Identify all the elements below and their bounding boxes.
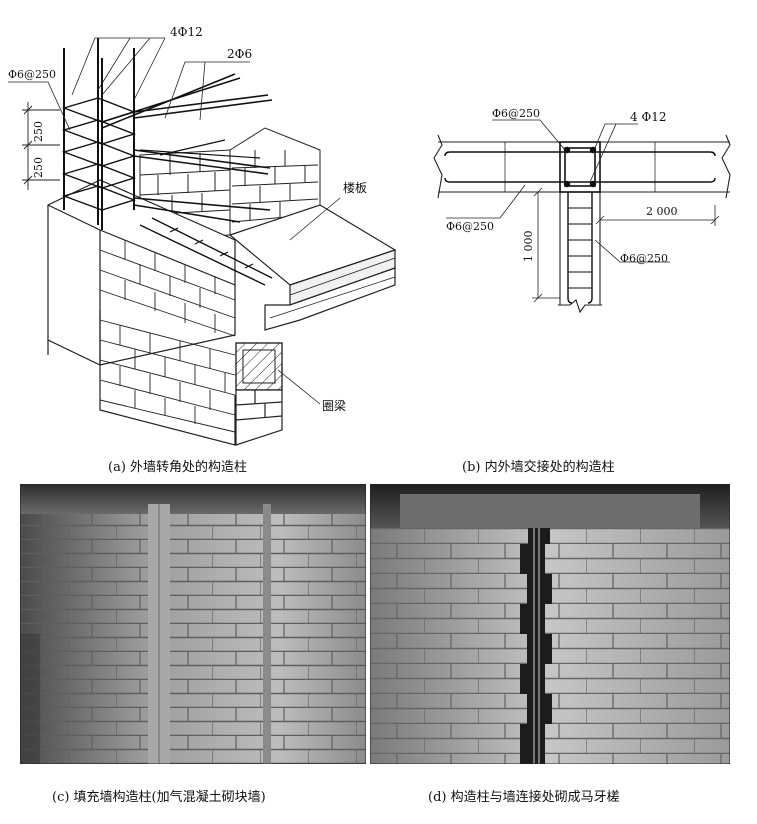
caption-d: (d) 构造柱与墙连接处砌成马牙槎 (428, 790, 620, 805)
label-length-1000: 1 000 (522, 231, 535, 263)
tie-column-right (263, 504, 271, 764)
label-slab: 楼板 (343, 180, 367, 195)
label-4phi12-b: 4 Φ12 (630, 110, 667, 124)
plan-leader-lines (446, 119, 670, 263)
reinforcement-cage (61, 38, 273, 286)
caption-c: (c) 填充墙构造柱(加气混凝土砌块墙) (52, 790, 266, 805)
label-stirrup-b-top: Φ6@250 (492, 107, 540, 120)
label-dim-250-top: 250 (32, 121, 45, 142)
label-ring-beam: 圈梁 (322, 398, 346, 413)
toothed-connection-photo (370, 484, 730, 764)
tie-bars-vertical (567, 192, 593, 304)
infill-wall-photo (20, 484, 366, 764)
dimension-2000 (595, 195, 720, 226)
toothed-joint (520, 528, 552, 764)
column-section (559, 141, 601, 193)
caption-a: (a) 外墙转角处的构造柱 (108, 460, 248, 475)
leader-lines (8, 37, 341, 405)
tie-bars-horizontal (444, 142, 716, 192)
label-dim-250-bottom: 250 (32, 157, 45, 178)
label-4phi12: 4Φ12 (170, 25, 203, 39)
ring-beam-section (235, 342, 283, 446)
label-2phi6: 2Φ6 (227, 47, 252, 61)
dimension-250 (22, 102, 60, 190)
t-junction-plan: Φ6@250 4 Φ12 Φ6@250 2 000 1 000 Φ6@250 (433, 107, 731, 314)
lower-brick-courses (99, 240, 236, 433)
label-stirrup-a: Φ6@250 (8, 68, 56, 81)
caption-b: (b) 内外墙交接处的构造柱 (462, 460, 615, 475)
label-length-2000: 2 000 (646, 205, 678, 218)
label-stirrup-b-right: Φ6@250 (620, 252, 668, 265)
label-stirrup-b-left: Φ6@250 (446, 220, 494, 233)
corner-column-drawing: 4Φ12 2Φ6 Φ6@250 250 250 楼板 圈梁 (8, 25, 397, 446)
dimension-1000 (532, 187, 560, 303)
floor-slab (228, 204, 397, 331)
